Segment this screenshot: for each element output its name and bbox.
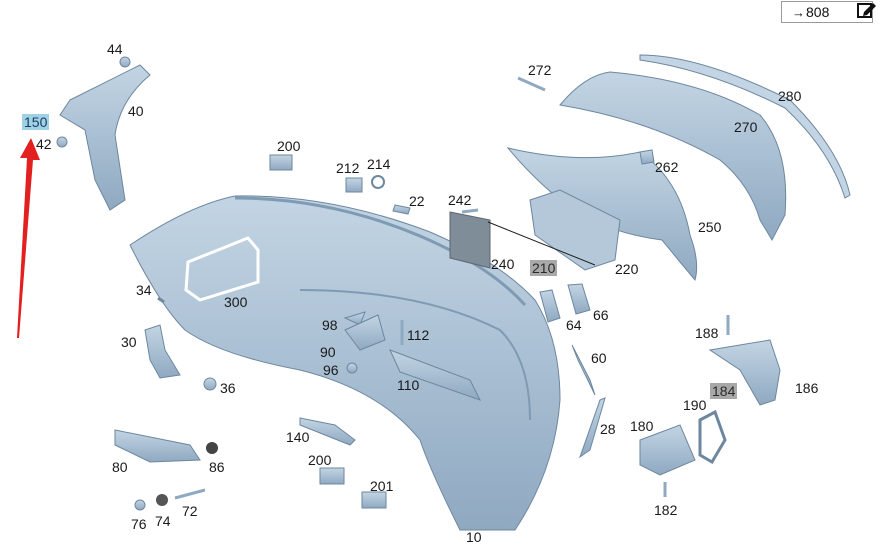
grille-240 — [449, 211, 491, 269]
part-180 — [639, 424, 696, 476]
label-242[interactable]: 242 — [448, 192, 472, 208]
label-250[interactable]: 250 — [698, 219, 722, 235]
part-60 — [571, 344, 596, 396]
label-180[interactable]: 180 — [630, 418, 654, 434]
part-190 — [698, 409, 727, 465]
opening-300 — [184, 236, 260, 302]
label-240[interactable]: 240 — [491, 256, 515, 272]
label-22[interactable]: 22 — [409, 193, 425, 209]
label-270[interactable]: 270 — [734, 119, 758, 135]
reference-number: 808 — [806, 4, 830, 20]
label-42[interactable]: 42 — [36, 136, 52, 152]
part-76 — [134, 499, 146, 511]
label-182[interactable]: 182 — [654, 502, 678, 518]
part-200b — [319, 467, 345, 485]
label-280[interactable]: 280 — [778, 88, 802, 104]
label-188[interactable]: 188 — [695, 325, 719, 341]
part-72 — [174, 488, 206, 500]
label-212[interactable]: 212 — [336, 160, 360, 176]
label-262[interactable]: 262 — [655, 159, 679, 175]
bracket-40 — [59, 64, 151, 211]
label-28[interactable]: 28 — [600, 421, 616, 437]
label-40[interactable]: 40 — [128, 103, 144, 119]
label-76[interactable]: 76 — [131, 516, 147, 532]
label-200[interactable]: 200 — [277, 138, 301, 154]
label-96[interactable]: 96 — [323, 362, 339, 378]
label-86[interactable]: 86 — [209, 459, 225, 475]
leader-210 — [487, 221, 596, 266]
label-220[interactable]: 220 — [615, 261, 639, 277]
part-22 — [392, 204, 411, 215]
part-86 — [206, 442, 218, 454]
part-66 — [567, 283, 591, 315]
trim-280 — [639, 54, 851, 199]
label-201[interactable]: 201 — [370, 478, 394, 494]
label-300[interactable]: 300 — [224, 294, 248, 310]
label-80[interactable]: 80 — [112, 459, 128, 475]
label-30[interactable]: 30 — [121, 334, 137, 350]
label-184[interactable]: 184 — [710, 383, 738, 399]
bracket-30 — [144, 324, 181, 379]
part-64 — [539, 289, 561, 323]
label-34[interactable]: 34 — [136, 282, 152, 298]
label-190[interactable]: 190 — [683, 397, 707, 413]
label-112[interactable]: 112 — [407, 327, 430, 343]
part-140 — [299, 417, 356, 446]
arrow-right-icon: → — [792, 4, 805, 20]
part-98 — [343, 311, 366, 326]
label-214[interactable]: 214 — [367, 156, 391, 172]
part-242 — [461, 208, 479, 214]
label-74[interactable]: 74 — [155, 513, 171, 529]
edit-pencil-icon[interactable] — [856, 0, 878, 20]
insert-270 — [559, 71, 787, 242]
label-210[interactable]: 210 — [530, 260, 558, 276]
bracket-80 — [114, 429, 201, 463]
label-140[interactable]: 140 — [286, 429, 310, 445]
label-66[interactable]: 66 — [593, 307, 609, 323]
reference-link[interactable]: → 808 — [781, 1, 873, 23]
label-44[interactable]: 44 — [107, 41, 123, 57]
part-74 — [156, 494, 168, 506]
part-201 — [361, 491, 387, 509]
part-96 — [346, 362, 358, 374]
part-90 — [344, 314, 386, 351]
label-90[interactable]: 90 — [320, 344, 336, 360]
strip-110 — [389, 349, 481, 401]
bumper-cover — [129, 195, 561, 531]
part-262 — [639, 149, 655, 165]
label-36[interactable]: 36 — [220, 380, 236, 396]
label-272[interactable]: 272 — [528, 62, 552, 78]
part-34 — [157, 296, 165, 304]
red-arrow-icon — [17, 138, 40, 338]
part-200a — [269, 154, 293, 171]
part-214 — [371, 175, 385, 189]
label-72[interactable]: 72 — [182, 503, 198, 519]
part-212 — [345, 177, 363, 193]
part-186 — [708, 339, 781, 406]
label-186[interactable]: 186 — [795, 380, 819, 396]
part-272 — [517, 76, 546, 92]
label-98[interactable]: 98 — [322, 317, 338, 333]
part-36 — [203, 377, 217, 391]
part-220 — [529, 189, 621, 271]
label-64[interactable]: 64 — [566, 317, 582, 333]
label-110[interactable]: 110 — [397, 377, 420, 393]
label-150[interactable]: 150 — [22, 114, 50, 130]
part-42 — [56, 136, 68, 148]
label-60[interactable]: 60 — [591, 350, 607, 366]
label-10[interactable]: 10 — [466, 529, 482, 545]
part-28 — [579, 397, 606, 459]
part-44 — [119, 56, 131, 68]
label-200-lower[interactable]: 200 — [308, 452, 332, 468]
